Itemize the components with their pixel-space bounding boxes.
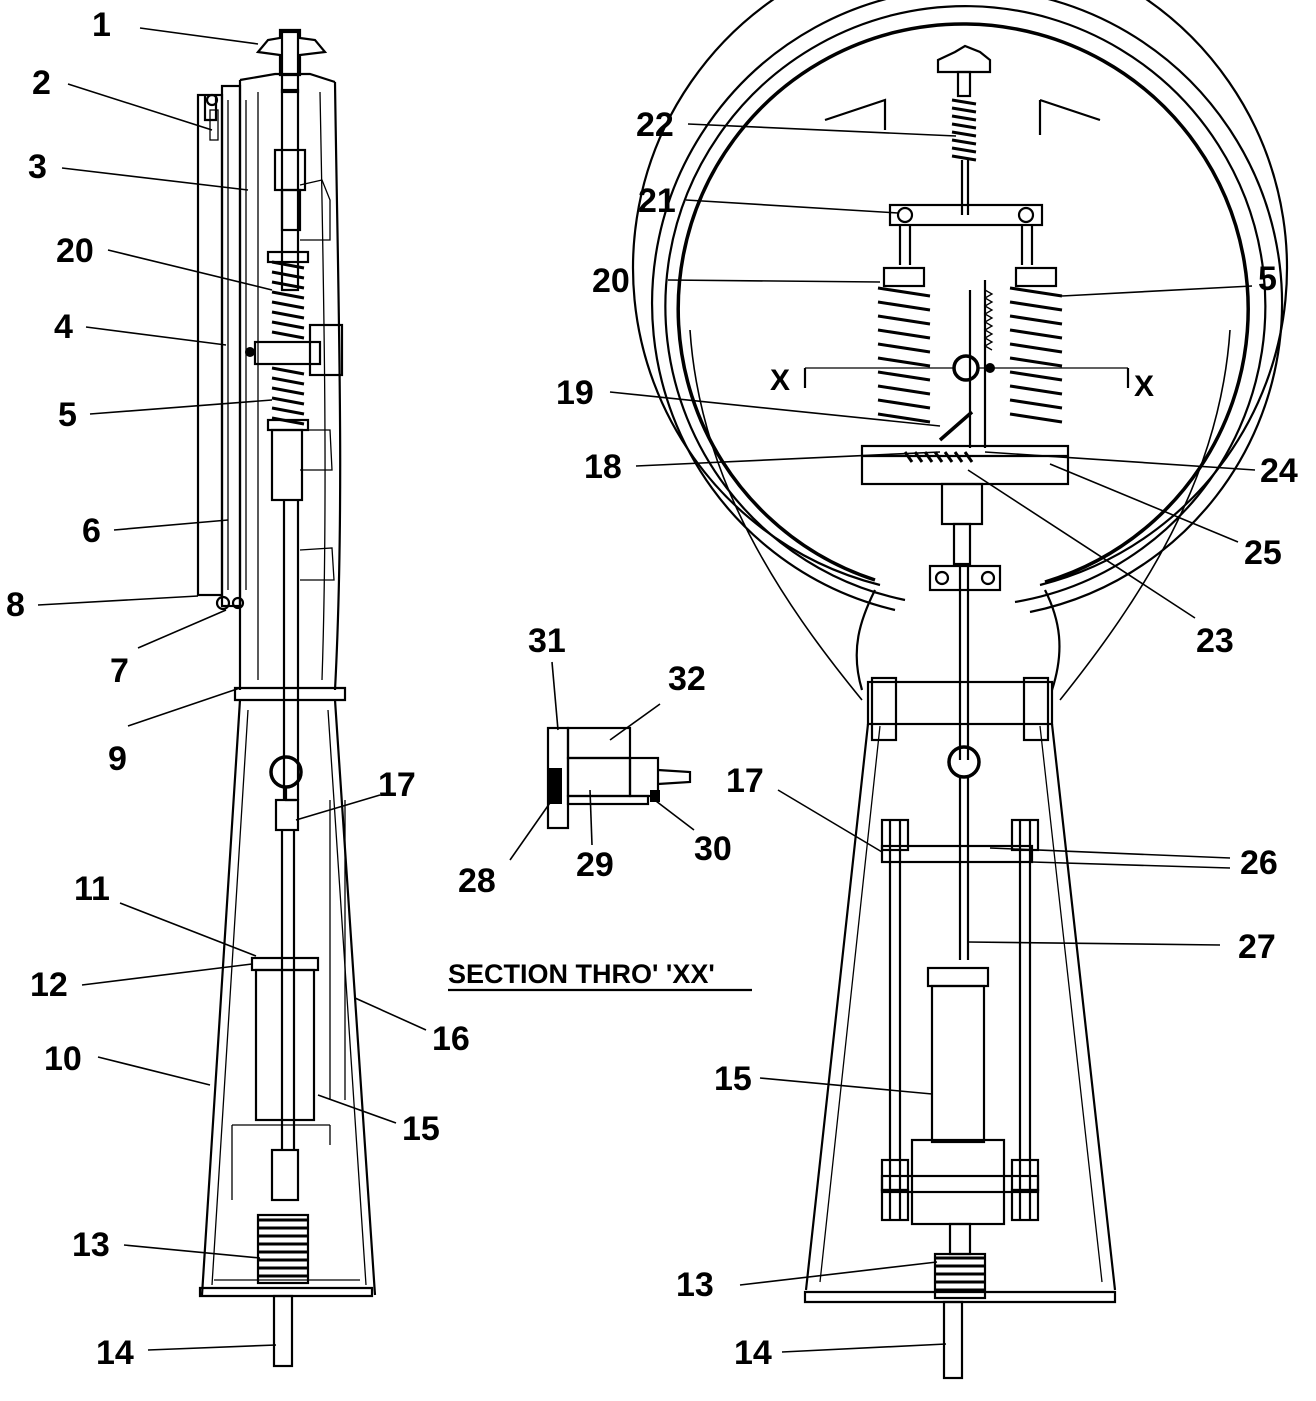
callout-label: 5: [58, 396, 77, 434]
callout-label: 13: [72, 1226, 110, 1264]
callout-label: 25: [1244, 534, 1282, 572]
callout-label: 5: [1258, 260, 1277, 298]
leader-lines: [37, 27, 1256, 1353]
callout-label: 19: [556, 374, 594, 412]
front-elevation-view: [631, 0, 1289, 1380]
callout-label: 12: [30, 966, 68, 1004]
callout-label: 14: [96, 1334, 134, 1372]
callout-label: 17: [726, 762, 764, 800]
callout-label: 15: [402, 1110, 440, 1148]
callout-label: 30: [694, 830, 732, 868]
callout-label: 10: [44, 1040, 82, 1078]
callout-label: 17: [378, 766, 416, 804]
side-elevation-view: [196, 28, 377, 1368]
callout-label: 26: [1240, 844, 1278, 882]
callout-label: 28: [458, 862, 496, 900]
callout-label: 29: [576, 846, 614, 884]
callout-label: 3: [28, 148, 47, 186]
callout-labels: 1 2 3 20 4 5 6 8 7 9 17 11 12 16 10 15 1…: [6, 6, 1298, 1372]
callout-label: 7: [110, 652, 129, 690]
callout-label: 13: [676, 1266, 714, 1304]
callout-label: 32: [668, 660, 706, 698]
callout-label: 9: [108, 740, 127, 778]
section-mark-right: X: [1134, 370, 1154, 403]
callout-label: 8: [6, 586, 25, 624]
callout-label: 11: [74, 870, 110, 908]
callout-label: 20: [56, 232, 94, 270]
callout-label: 4: [54, 308, 73, 346]
section-title: SECTION THRO' 'XX': [448, 959, 715, 989]
callout-label: 16: [432, 1020, 470, 1058]
callout-label: 27: [1238, 928, 1276, 966]
callout-label: 31: [528, 622, 566, 660]
callout-label: 1: [92, 6, 111, 44]
section-mark-left: X: [770, 364, 790, 397]
callout-label: 22: [636, 106, 674, 144]
callout-label: 24: [1260, 452, 1298, 490]
callout-label: 6: [82, 512, 101, 550]
callout-label: 14: [734, 1334, 772, 1372]
callout-label: 20: [592, 262, 630, 300]
callout-label: 21: [638, 182, 676, 220]
callout-label: 23: [1196, 622, 1234, 660]
callout-label: 2: [32, 64, 51, 102]
callout-label: 15: [714, 1060, 752, 1098]
callout-label: 18: [584, 448, 622, 486]
section-detail-view: [546, 726, 692, 830]
